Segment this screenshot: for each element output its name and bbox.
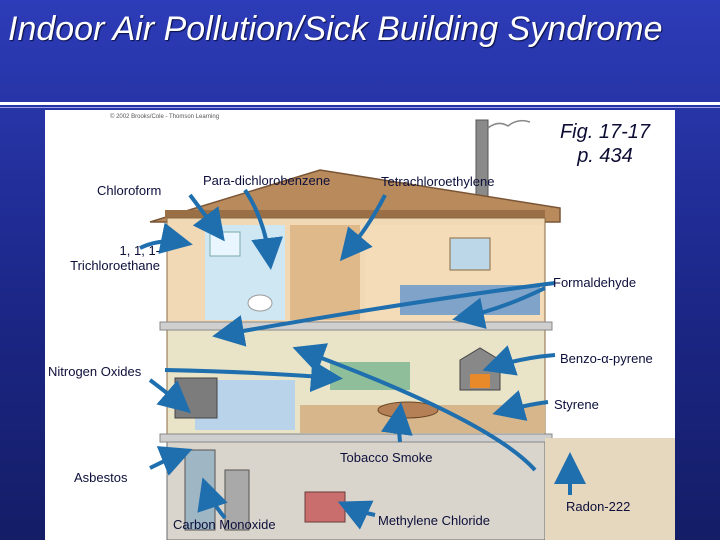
label-asbestos: Asbestos xyxy=(74,470,128,485)
label-tobacco-smoke: Tobacco Smoke xyxy=(340,450,433,465)
label-trichloroethane: 1, 1, 1- Trichloroethane xyxy=(48,243,160,273)
figure-number: Fig. 17-17 xyxy=(559,121,651,143)
arrow-chloroform xyxy=(188,193,225,242)
stove xyxy=(174,377,218,419)
label-trichloroethane-line2: Trichloroethane xyxy=(70,258,160,273)
arrow-carbon-monoxide xyxy=(197,477,228,520)
roof-edge xyxy=(165,210,545,218)
arrow-radon-house xyxy=(292,343,537,472)
label-methylene-chloride: Methylene Chloride xyxy=(378,513,491,528)
arrow-tetrachloroethylene xyxy=(339,194,387,262)
arrow-asbestos xyxy=(149,446,193,476)
arrow-tobacco-smoke xyxy=(380,402,413,443)
arrow-trichloroethane xyxy=(139,222,193,254)
floor-slab-1 xyxy=(159,321,553,331)
label-trichloroethane-line1: 1, 1, 1- xyxy=(119,243,160,258)
label-tetrachloroethylene: Tetrachloroethylene xyxy=(381,174,495,189)
arrow-methylene-chloride xyxy=(337,500,376,530)
slide-title: Indoor Air Pollution/Sick Building Syndr… xyxy=(8,10,663,48)
arrow-formaldehyde-2 xyxy=(452,286,546,329)
label-benzo-pyrene: Benzo-α-pyrene xyxy=(560,351,653,366)
copyright-text: © 2002 Brooks/Cole - Thomson Learning xyxy=(110,114,220,120)
arrow-nitrogen-oxides-2 xyxy=(164,360,343,393)
arrow-nitrogen-oxides-1 xyxy=(148,378,192,414)
figure-reference: Fig. 17-17 p. 434 xyxy=(540,120,670,168)
arrow-styrene xyxy=(492,390,549,421)
fire xyxy=(470,374,490,388)
furnace xyxy=(224,469,250,531)
chimney-smoke xyxy=(487,119,531,129)
pollutant-arrows xyxy=(139,188,586,530)
arrow-para-dichlorobenzene xyxy=(243,188,284,270)
arrow-formaldehyde-1 xyxy=(212,281,556,347)
painting xyxy=(449,237,491,271)
label-carbon-monoxide: Carbon Monoxide xyxy=(173,517,276,532)
title-divider-thin xyxy=(0,107,720,108)
bathroom-window xyxy=(209,231,241,257)
arrow-benzo-pyrene xyxy=(482,345,556,376)
label-formaldehyde: Formaldehyde xyxy=(553,275,637,290)
label-para-dichlorobenzene: Para-dichlorobenzene xyxy=(203,173,331,188)
figure-page: p. 434 xyxy=(577,145,633,167)
label-styrene: Styrene xyxy=(554,397,599,412)
label-nitrogen-oxides: Nitrogen Oxides xyxy=(48,364,142,379)
label-radon: Radon-222 xyxy=(566,499,631,514)
ground xyxy=(545,438,675,540)
paint-cans xyxy=(304,491,346,523)
label-chloroform: Chloroform xyxy=(97,183,162,198)
title-divider xyxy=(0,102,720,105)
closet xyxy=(290,225,360,320)
toilet xyxy=(247,294,273,312)
